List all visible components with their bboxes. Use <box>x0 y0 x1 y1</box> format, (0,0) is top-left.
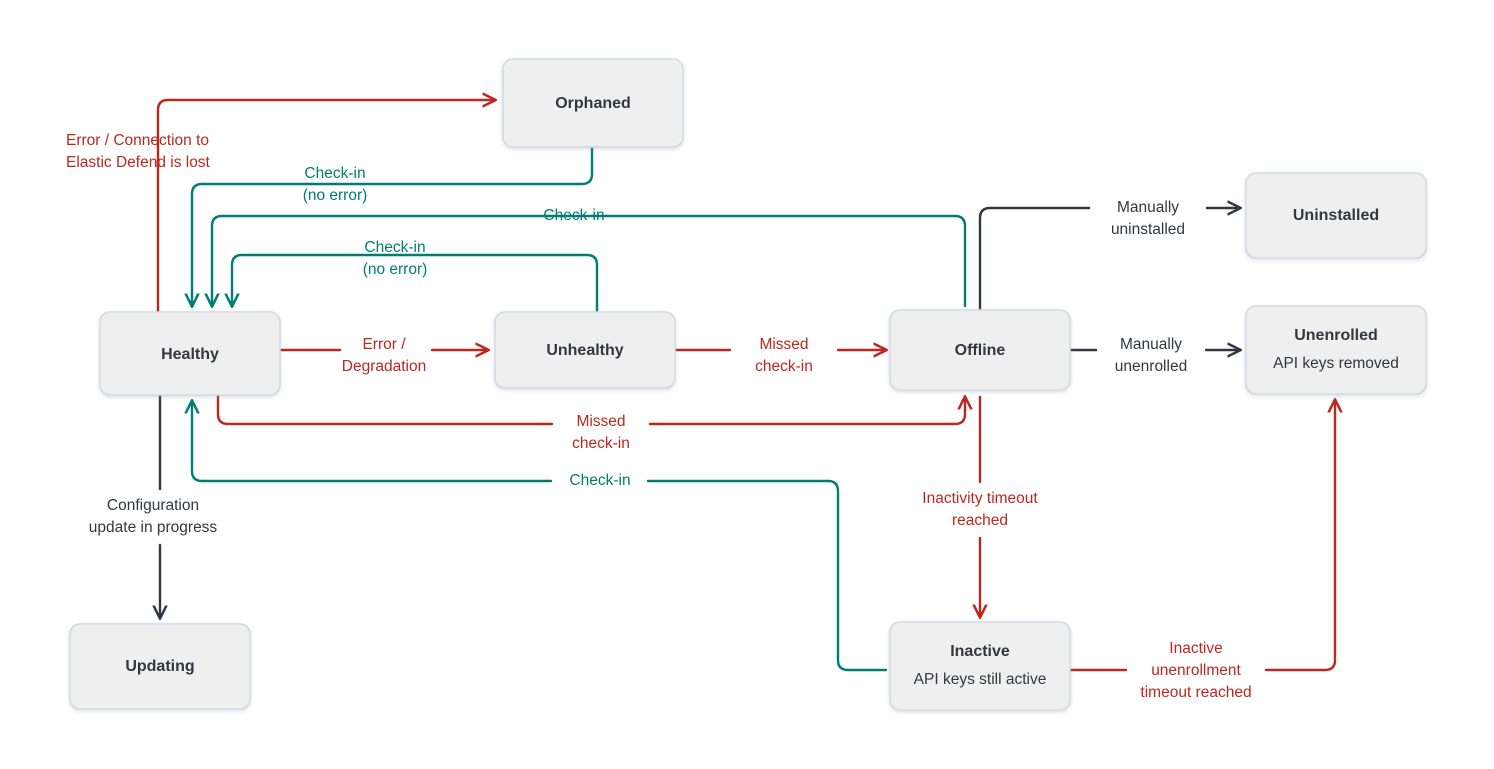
node-offline-box[interactable] <box>889 309 1071 391</box>
edge-label-orphaned-to-healthy-line1: Check-in <box>304 165 365 182</box>
edge-orphaned-to-healthy: Check-in (no error) <box>192 145 594 306</box>
edge-inactive-to-unenrolled: Inactive unenrollment timeout reached <box>1068 400 1335 701</box>
node-unenrolled-box[interactable] <box>1245 305 1427 395</box>
node-unenrolled-subtitle: API keys removed <box>1273 355 1399 372</box>
edge-label-healthy-to-updating-line1: Configuration <box>107 497 199 514</box>
node-unhealthy-box[interactable] <box>494 311 676 389</box>
edge-label-inactive-to-unenrolled-line3: timeout reached <box>1140 684 1251 701</box>
edge-offline-to-uninstalled: Manually uninstalled <box>978 199 1240 314</box>
node-inactive-box[interactable] <box>889 621 1071 711</box>
node-offline[interactable]: Offline <box>889 309 1071 391</box>
node-inactive[interactable]: Inactive API keys still active <box>889 621 1071 711</box>
edge-offline-to-healthy: Check-in <box>212 207 967 306</box>
edge-healthy-to-orphaned: Error / Connection to Elastic Defend is … <box>66 100 495 314</box>
edge-label-healthy-to-unhealthy-line2: Degradation <box>342 358 426 375</box>
edge-unhealthy-to-healthy: Check-in (no error) <box>232 239 599 314</box>
node-orphaned-title: Orphaned <box>555 95 631 112</box>
node-unhealthy-title: Unhealthy <box>546 342 623 359</box>
edge-label-inactive-to-unenrolled-line1: Inactive <box>1169 640 1222 657</box>
node-inactive-title: Inactive <box>950 643 1010 660</box>
node-inactive-subtitle: API keys still active <box>914 671 1047 688</box>
edge-label-unhealthy-to-offline-line2: check-in <box>755 358 813 375</box>
node-uninstalled-box[interactable] <box>1245 172 1427 259</box>
node-updating[interactable]: Updating <box>69 623 251 710</box>
edge-unhealthy-to-offline: Missed check-in <box>673 336 886 375</box>
node-uninstalled[interactable]: Uninstalled <box>1245 172 1427 259</box>
edge-label-healthy-to-offline-line1: Missed <box>576 413 625 430</box>
edge-label-offline-to-uninstalled-line1: Manually <box>1117 199 1179 216</box>
edge-label-healthy-to-updating-line2: update in progress <box>89 519 218 536</box>
edge-offline-to-unenrolled: Manually unenrolled <box>1067 336 1240 375</box>
node-offline-title: Offline <box>955 342 1006 359</box>
node-unhealthy[interactable]: Unhealthy <box>494 311 676 389</box>
edge-healthy-to-unhealthy: Error / Degradation <box>278 336 488 375</box>
node-unenrolled-title: Unenrolled <box>1294 327 1378 344</box>
edge-label-offline-to-uninstalled-line2: uninstalled <box>1111 221 1185 238</box>
edge-label-orphaned-to-healthy-line2: (no error) <box>303 187 368 204</box>
edge-inactive-to-healthy: Check-in <box>192 401 888 672</box>
edge-offline-to-inactive: Inactivity timeout reached <box>922 395 1038 617</box>
edge-label-offline-to-unenrolled-line1: Manually <box>1120 336 1182 353</box>
node-updating-title: Updating <box>125 658 194 675</box>
edge-label-healthy-to-orphaned-line1: Error / Connection to <box>66 132 209 149</box>
edge-label-healthy-to-orphaned-line2: Elastic Defend is lost <box>66 154 211 171</box>
edge-label-unhealthy-to-healthy-line2: (no error) <box>363 261 428 278</box>
node-healthy[interactable]: Healthy <box>99 311 281 396</box>
edge-healthy-to-offline: Missed check-in <box>216 393 965 452</box>
node-healthy-box[interactable] <box>99 311 281 396</box>
node-updating-box[interactable] <box>69 623 251 710</box>
edge-label-healthy-to-offline-line2: check-in <box>572 435 630 452</box>
node-unenrolled[interactable]: Unenrolled API keys removed <box>1245 305 1427 395</box>
node-orphaned[interactable]: Orphaned <box>502 58 684 148</box>
edge-label-inactive-to-healthy: Check-in <box>569 472 630 489</box>
edge-label-offline-to-inactive-line2: reached <box>952 512 1008 529</box>
edge-label-healthy-to-unhealthy-line1: Error / <box>362 336 406 353</box>
edge-label-offline-to-unenrolled-line2: unenrolled <box>1115 358 1187 375</box>
edge-label-offline-to-healthy: Check-in <box>543 207 604 224</box>
node-healthy-title: Healthy <box>161 346 219 363</box>
edge-label-unhealthy-to-healthy-line1: Check-in <box>364 239 425 256</box>
edge-healthy-to-updating: Configuration update in progress <box>89 393 218 618</box>
edge-label-offline-to-inactive-line1: Inactivity timeout <box>922 490 1038 507</box>
node-orphaned-box[interactable] <box>502 58 684 148</box>
edge-label-inactive-to-unenrolled-line2: unenrollment <box>1151 662 1241 679</box>
node-uninstalled-title: Uninstalled <box>1293 207 1379 224</box>
edge-label-unhealthy-to-offline-line1: Missed <box>759 336 808 353</box>
